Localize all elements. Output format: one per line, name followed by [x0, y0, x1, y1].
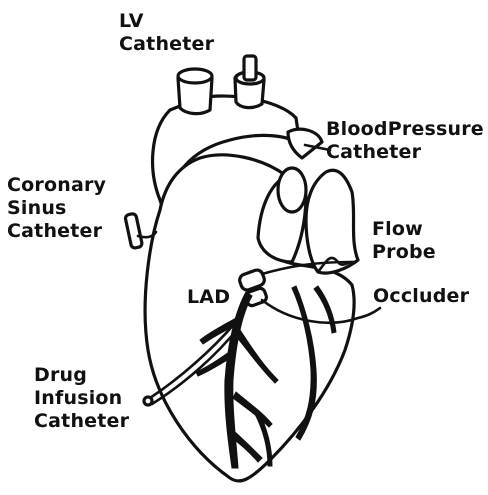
flow-probe-label: Flow Probe: [372, 218, 436, 264]
coronary-sinus-catheter-label: Coronary Sinus Catheter: [7, 174, 106, 243]
drug-infusion-tip: [144, 397, 152, 405]
drug-infusion-catheter-label: Drug Infusion Catheter: [34, 364, 129, 433]
lv-catheter-tube: [244, 56, 256, 80]
pulmonary-artery-opening: [278, 168, 306, 212]
aorta-opening: [178, 69, 212, 83]
occluder-label: Occluder: [373, 285, 469, 308]
lv-catheter-label: LV Catheter: [119, 10, 214, 56]
blood-pressure-catheter-label: BloodPressure Catheter: [326, 118, 484, 164]
lad-label: LAD: [187, 286, 230, 309]
coronary-sinus-tube: [125, 213, 143, 249]
blood-pressure-vessel: [288, 129, 322, 158]
